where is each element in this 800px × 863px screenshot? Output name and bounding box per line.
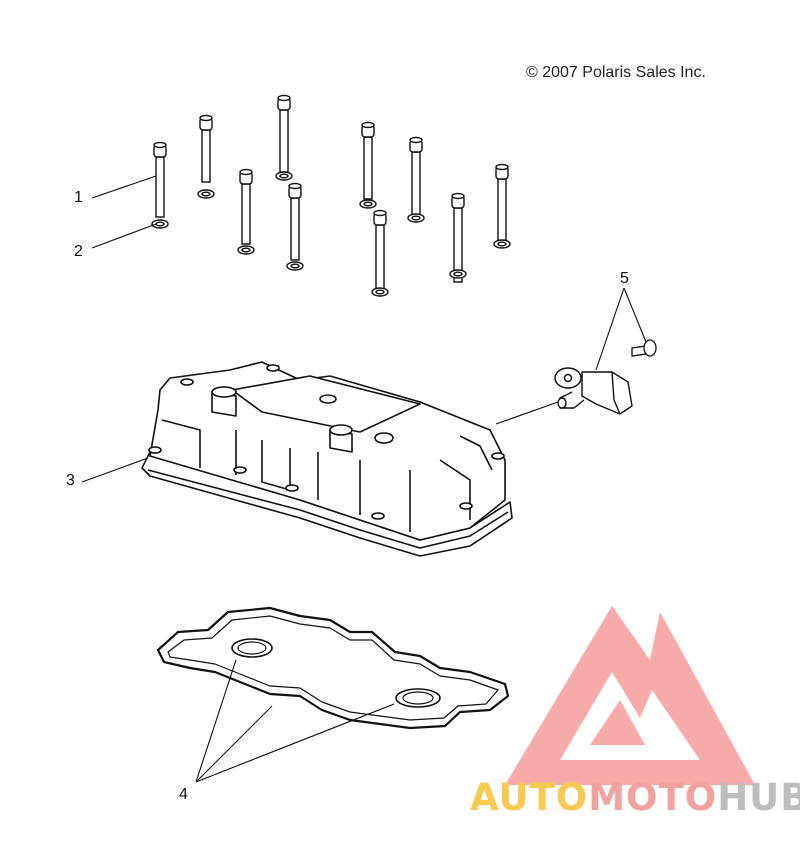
cap-screw-icon (495, 163, 509, 242)
cap-screw-icon (277, 94, 291, 173)
valve-cover-icon (141, 361, 513, 557)
watermark-logo-icon (505, 606, 755, 785)
watermark-hub: HUB (717, 776, 800, 819)
watermark-auto: AUTO (470, 776, 589, 819)
cap-screw-icon (199, 114, 213, 183)
callout-3: 3 (66, 472, 75, 489)
watermark-moto: MOTO (588, 776, 718, 819)
cap-screw-icon (361, 121, 375, 200)
cap-screw-icon (153, 141, 167, 218)
cap-screw-group (153, 94, 509, 290)
washer-icon (359, 199, 377, 209)
callout-1: 1 (74, 189, 83, 206)
callout-4: 4 (179, 786, 188, 803)
washer-icon (286, 261, 304, 271)
cap-screw-icon (373, 209, 387, 290)
cap-screw-icon (239, 168, 253, 245)
copyright-notice: © 2007 Polaris Sales Inc. (526, 64, 706, 81)
washer-group (151, 171, 511, 297)
washer-icon (275, 171, 293, 181)
sensor-screw-icon (631, 339, 657, 357)
washer-icon (407, 213, 425, 223)
watermark-text: AUTOMOTOHUB (470, 776, 800, 819)
washer-icon (371, 287, 389, 297)
gasket-icon (156, 606, 510, 730)
callout-5: 5 (620, 270, 629, 287)
leader-lines (81, 175, 647, 783)
cap-screw-icon (451, 192, 465, 283)
cap-screw-icon (288, 182, 302, 261)
washer-icon (449, 269, 467, 279)
washer-icon (151, 219, 169, 229)
washer-icon (197, 189, 215, 199)
cam-sensor-icon (554, 367, 633, 415)
washer-icon (493, 239, 511, 249)
callout-2: 2 (74, 243, 83, 260)
cap-screw-icon (409, 136, 423, 217)
washer-icon (237, 245, 255, 255)
